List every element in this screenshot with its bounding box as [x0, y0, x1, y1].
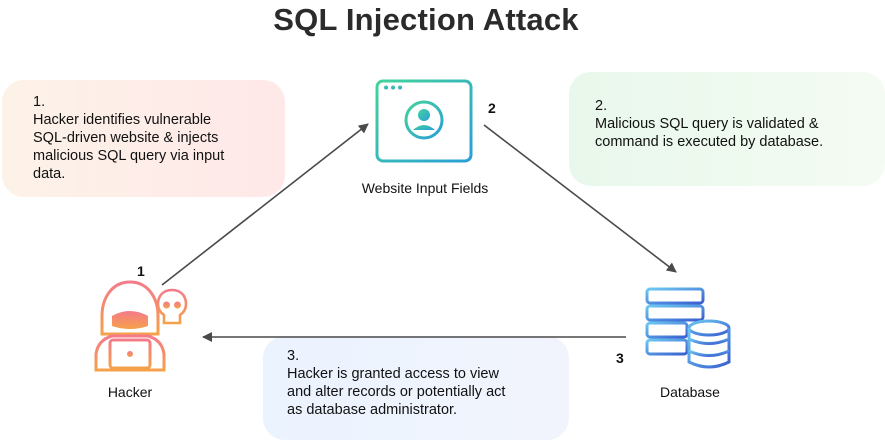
step-number-3: 3 — [616, 350, 624, 366]
note-step-3-text: 3. Hacker is granted access to view and … — [287, 348, 506, 418]
note-step-2-text: 2. Malicious SQL query is validated & co… — [595, 98, 824, 150]
arrow-hacker-to-website — [161, 123, 369, 286]
arrow-website-to-database — [483, 124, 677, 273]
note-step-2: 2. Malicious SQL query is validated & co… — [569, 72, 885, 186]
skull-icon — [155, 288, 189, 328]
hacker-label: Hacker — [107, 384, 153, 400]
note-step-3: 3. Hacker is granted access to view and … — [263, 336, 569, 440]
database-server-icon — [644, 286, 732, 372]
website-label: Website Input Fields — [361, 180, 489, 196]
database-label: Database — [660, 384, 720, 400]
diagram-title: SQL Injection Attack — [273, 2, 579, 37]
note-step-1-text: 1. Hacker identifies vulnerable SQL-driv… — [33, 94, 225, 182]
step-number-1: 1 — [137, 263, 145, 279]
note-step-1: 1. Hacker identifies vulnerable SQL-driv… — [2, 80, 285, 197]
step-number-2: 2 — [488, 100, 496, 116]
hooded-hacker-icon — [90, 278, 170, 374]
browser-user-icon — [374, 78, 474, 170]
